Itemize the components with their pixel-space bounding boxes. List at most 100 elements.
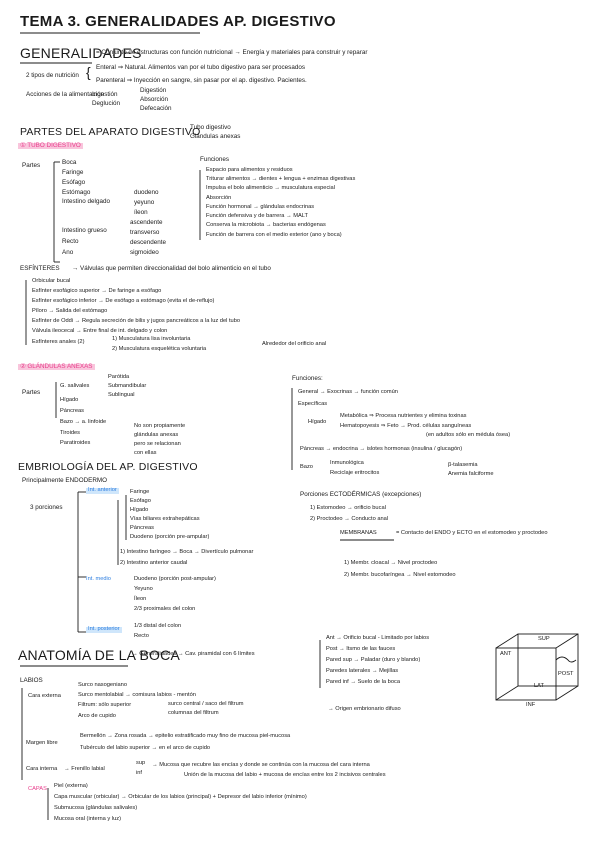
cara-ext-item: Surco nasogeniano <box>78 682 128 688</box>
tubo-item: Recto <box>62 238 79 245</box>
glandulas-nota: con ellas <box>134 450 157 456</box>
int-anterior-label: Int. anterior <box>86 487 119 494</box>
brace: { <box>86 64 91 80</box>
labios-label: LABIOS <box>20 677 43 684</box>
funcion-item: Función hormonal → glándulas endocrinas <box>206 204 315 210</box>
higado-label: Hígado <box>308 419 327 425</box>
salivales-item: Sublingual <box>108 392 135 398</box>
esfinteres-label: ESFÍNTERES <box>20 265 60 272</box>
partes-heading: PARTES DEL APARATO DIGESTIVO <box>20 126 201 138</box>
cube-post: POST <box>558 671 574 677</box>
medio-item: Íleon <box>134 596 147 602</box>
tubo-digestivo-text: Tubo digestivo <box>190 124 231 131</box>
funcion-item: Absorción <box>206 195 232 201</box>
frenillo-sup: sup <box>136 760 146 766</box>
funcion-item: Conserva la microbiota → bacterias endóg… <box>206 222 326 228</box>
grueso-part: ascendente <box>130 219 163 226</box>
ingestion-text: Ingestión <box>92 91 118 98</box>
membranas-def: = Contacto del ENDO y ECTO en el estomod… <box>396 530 548 536</box>
ecto-heading: Porciones ECTODÉRMICAS (excepciones) <box>300 491 422 498</box>
esfinter-item: Válvula ileocecal → Entre final de int. … <box>32 328 168 334</box>
absorcion-text: Absorción <box>140 96 169 103</box>
capa-item: Submucosa (glándulas salivales) <box>54 805 138 811</box>
embrio-heading: EMBRIOLOGÍA DEL AP. DIGESTIVO <box>18 461 198 473</box>
ecto-item: 1) Estomodeo → orificio bucal <box>310 505 386 511</box>
glandulas-heading: ② GLÁNDULAS ANEXAS <box>18 363 95 371</box>
glandula-item: Tiroides <box>60 430 81 436</box>
delgado-part: yeyuno <box>134 199 155 206</box>
anterior-item: Faringe <box>130 489 150 495</box>
tubo-item: Intestino grueso <box>62 227 107 234</box>
tubo-item: Intestino delgado <box>62 198 110 205</box>
funcion-item: Impulsa el bolo alimenticio → musculatur… <box>206 185 335 191</box>
salivales-text: G. salivales <box>60 383 90 389</box>
tubo-funciones-label: Funciones <box>200 156 230 163</box>
limite-item: Paredes laterales → Mejillas <box>326 668 399 674</box>
tubo-item: Faringe <box>62 169 84 176</box>
capa-item: Piel (externa) <box>54 783 88 789</box>
anal-sphincter: 1) Musculatura lisa involuntaria <box>112 336 191 342</box>
funcion-item: Función defensiva y de barrera → MALT <box>206 213 308 219</box>
posterior-item: 1/3 distal del colon <box>134 623 182 629</box>
anterior-item: Duodeno (porción pre-ampular) <box>130 534 210 540</box>
funcion-item: Triturar alimentos → dientes + lengua + … <box>206 176 356 182</box>
nutrition-types-label: 2 tipos de nutrición <box>26 72 79 79</box>
anterior-item: Páncreas <box>130 525 155 531</box>
esfinter-item: Esfínter de Oddi → Regula secreción de b… <box>32 318 241 324</box>
frenillo-label: → Frenillo labial <box>64 766 105 772</box>
anterior-item: Hígado <box>130 507 149 513</box>
tubo-item: Boca <box>62 159 77 166</box>
limite-item: Pared sup → Paladar (duro y blando) <box>326 657 421 663</box>
frenillo-inf: inf <box>136 770 143 776</box>
glandulas-partes-label: Partes <box>22 389 41 396</box>
capas-label: CAPAS <box>28 786 47 792</box>
metabolica-text: Metabólica ⇒ Procesa nutrientes y elimin… <box>340 413 467 419</box>
funcion-item: Espacio para alimentos y residuos <box>206 167 293 173</box>
margen-libre-label: Margen libre <box>26 740 58 746</box>
cara-ext-item: Arco de cupido <box>78 713 116 719</box>
medio-item: Duodeno (porción post-ampular) <box>134 576 216 582</box>
cara-ext-item: Filtrum: sólo superior <box>78 702 132 708</box>
int-posterior-label: Int. posterior <box>86 626 122 633</box>
anal-location: Alrededor del orificio anal <box>262 341 327 347</box>
glandula-item: Hígado <box>60 397 79 403</box>
ecto-item: 2) Proctodeo → Conducto anal <box>310 516 389 522</box>
limite-item: Post → Itsmo de las fauces <box>326 646 396 652</box>
generalidades-heading: GENERALIDADES <box>20 45 142 61</box>
filtrum-b: columnas del filtrum <box>168 710 219 716</box>
margen-item: Bermellón → Zona rosada → epitelio estra… <box>80 733 291 739</box>
grueso-part: sigmoideo <box>130 249 159 256</box>
capa-item: Capa muscular (orbicular) → Orbicular de… <box>54 794 307 800</box>
delgado-part: duodeno <box>134 189 159 196</box>
cara-ext-item: Surco mentolabial → comisura labios - me… <box>78 692 196 698</box>
salivales-item: Submandibular <box>108 383 147 389</box>
cube-lat: LAT <box>534 683 545 689</box>
glandulas-nota: glándulas anexas <box>134 432 179 438</box>
limite-item: Ant → Orificio bucal - Limitado por labi… <box>326 635 430 641</box>
boca-heading: ANATOMÍA DE LA BOCA <box>18 647 180 663</box>
frenillo-text: → Mucosa que recubre las encías y donde … <box>152 762 370 768</box>
tubo-item: Ano <box>62 249 74 256</box>
anterior-faringeo: 1) Intestino faríngeo → Boca → Divertícu… <box>120 549 254 555</box>
tubo-item: Estómago <box>62 189 91 196</box>
hematopoyesis-note: (en adultos sólo en médula ósea) <box>426 432 511 438</box>
frenillo-text-2: Unión de la mucosa del labio + mucosa de… <box>184 772 386 778</box>
defecacion-text: Defecación <box>140 105 172 112</box>
cube-inf: INF <box>526 702 536 708</box>
anemia-text: Anemia falciforme <box>448 471 494 477</box>
esfinteres-def: → Válvulas que permiten direccionalidad … <box>72 265 271 272</box>
bazo-label: Bazo <box>300 464 313 470</box>
embrio-principal: Principalmente ENDODERMO <box>22 477 108 484</box>
delgado-part: íleon <box>134 209 148 216</box>
medio-item: Yeyuno <box>134 586 153 592</box>
cube-sup: SUP <box>538 636 550 642</box>
int-medio-label: Int. medio <box>86 576 111 582</box>
membranas-label: MEMBRANAS <box>340 530 377 536</box>
capa-item: Mucosa oral (interna y luz) <box>54 816 122 822</box>
grueso-part: transverso <box>130 229 160 236</box>
hematopoyesis-text: Hematopoyesis ⇒ Feto → Prod. células san… <box>340 423 472 429</box>
funcion-general: General → Exocrinas → función común <box>298 389 398 395</box>
glandula-item: Páncreas <box>60 408 85 414</box>
cara-externa-label: Cara externa <box>28 693 61 699</box>
